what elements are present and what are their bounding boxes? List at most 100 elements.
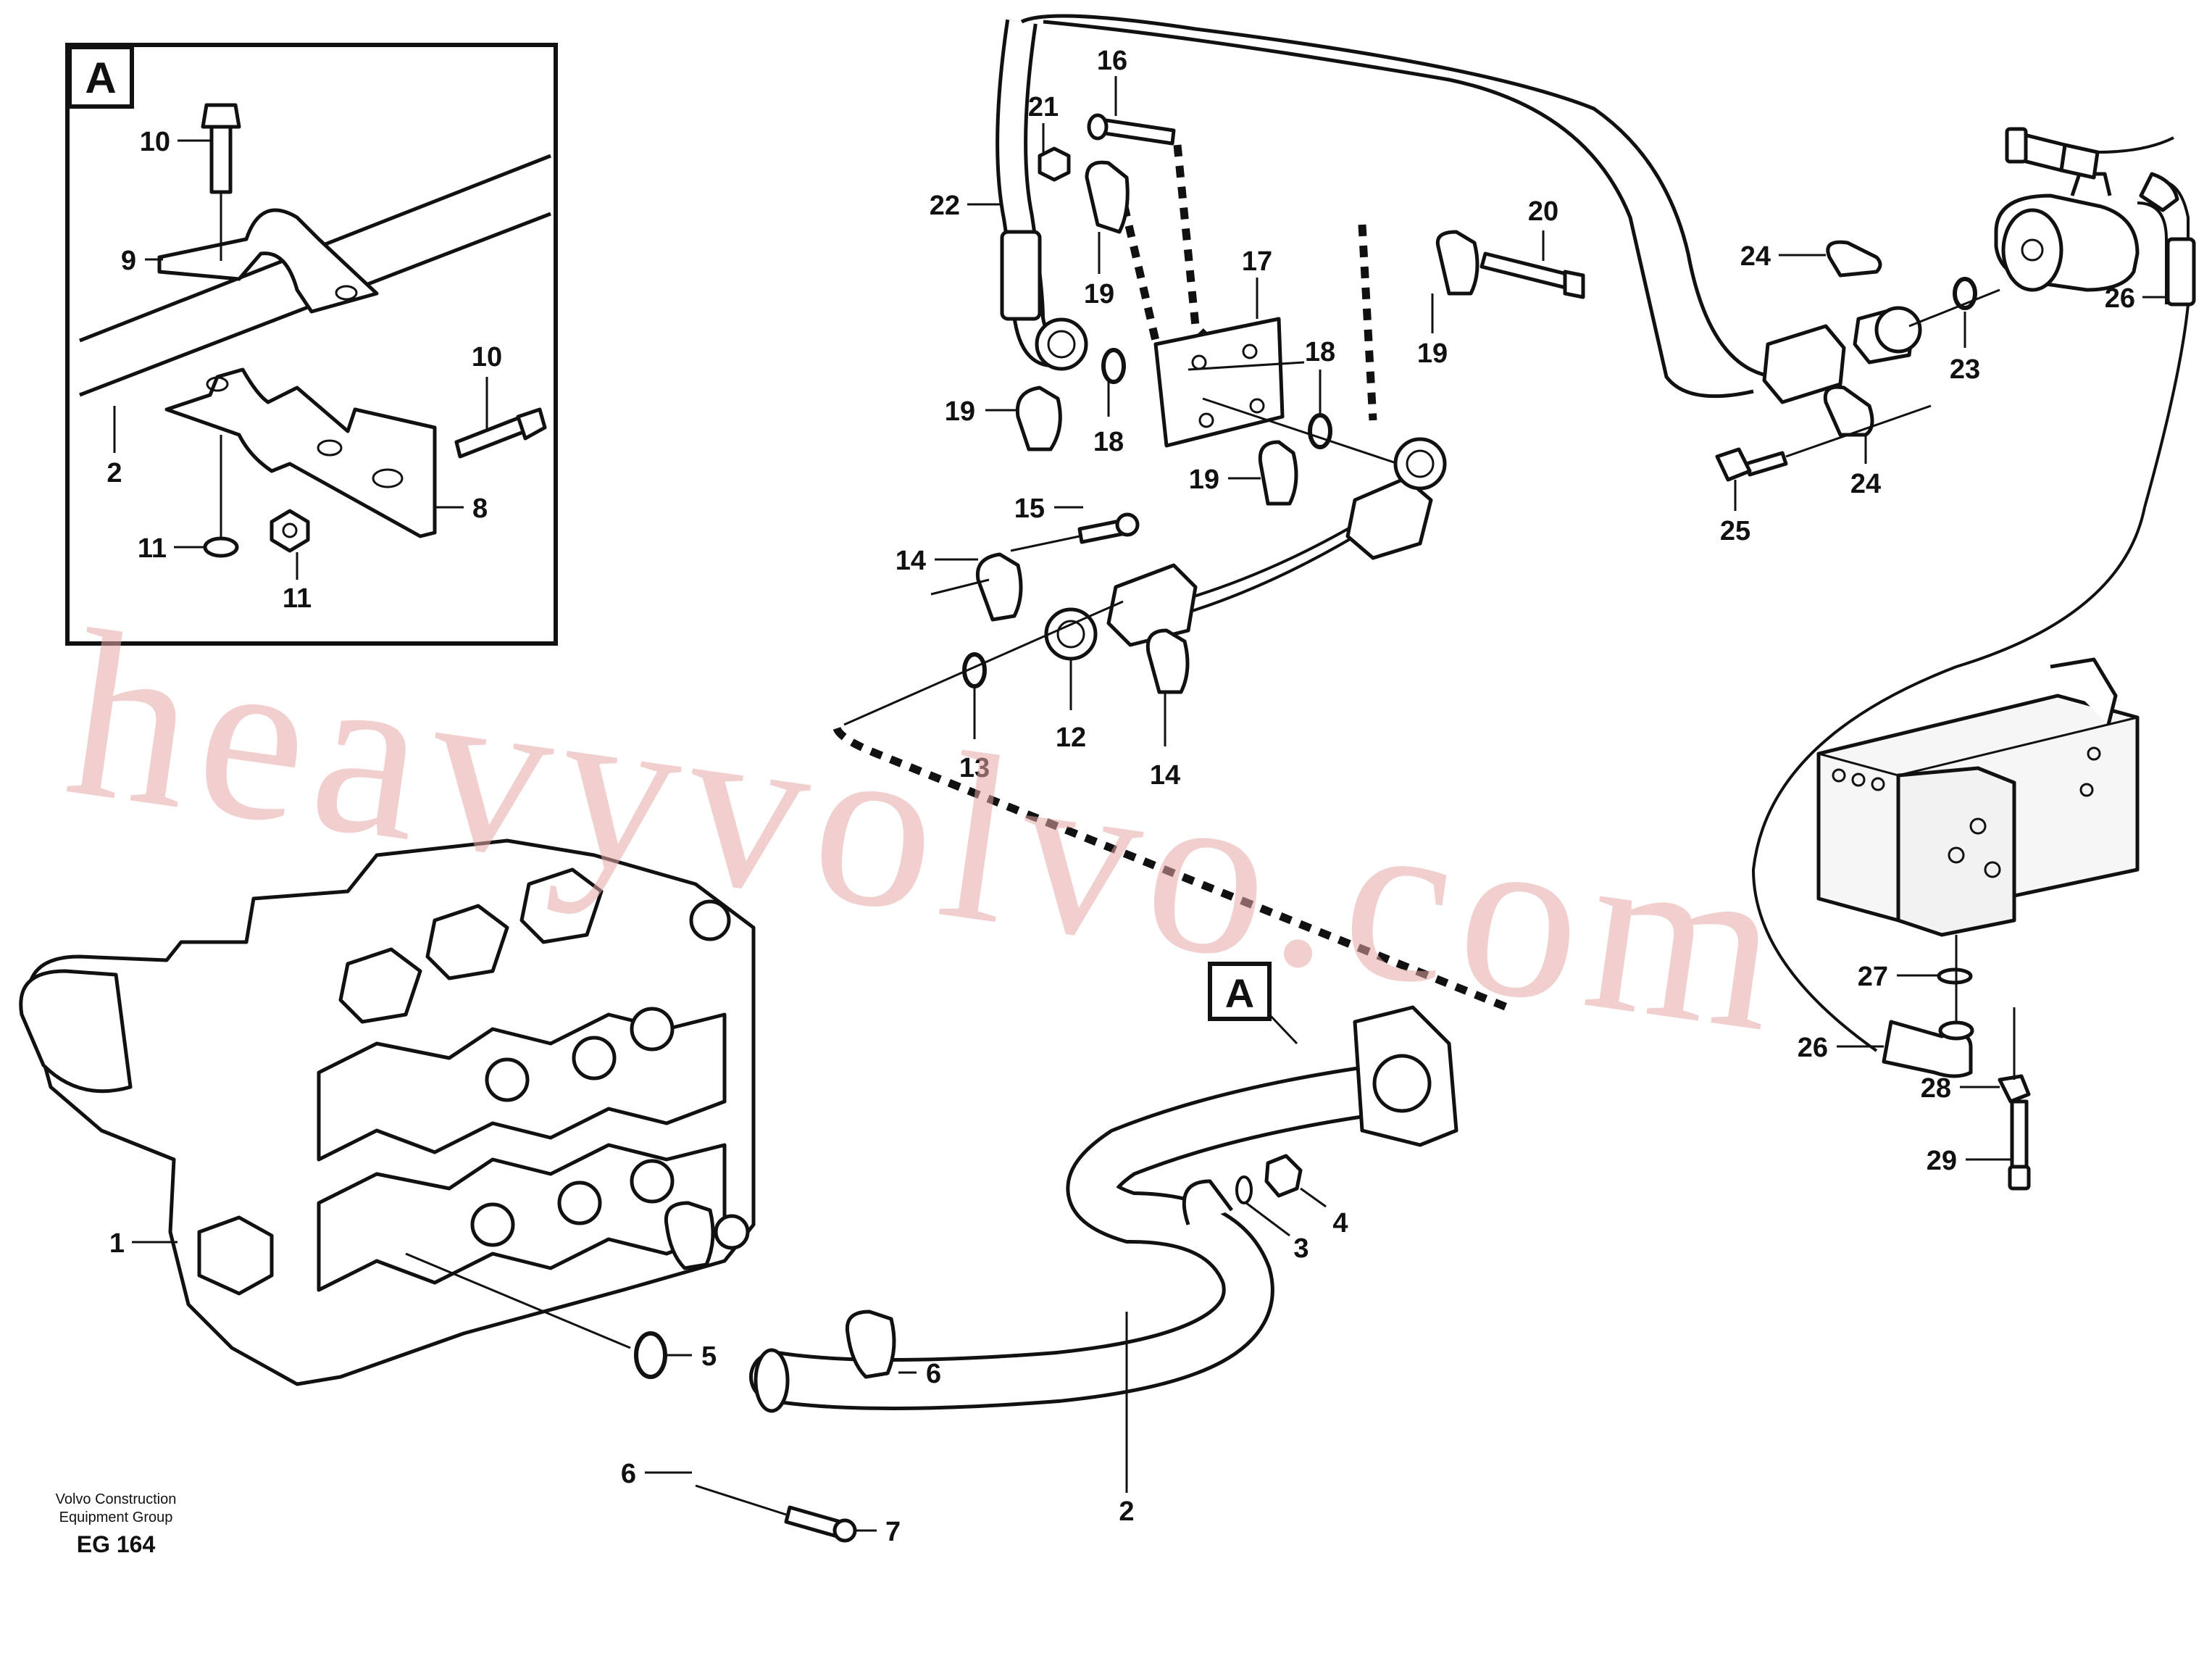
clamp-lower-bracket bbox=[164, 367, 437, 538]
hose-mid-ferrule bbox=[1345, 476, 1433, 560]
label-1: 1 bbox=[109, 1228, 125, 1259]
label-26a: 26 bbox=[2105, 283, 2135, 314]
hose-mid-fitting bbox=[1393, 437, 1447, 491]
label-19c: 19 bbox=[1189, 465, 1219, 495]
label-19b: 19 bbox=[1084, 279, 1114, 309]
label-25: 25 bbox=[1720, 516, 1750, 546]
callout-letter-box bbox=[1208, 962, 1272, 1021]
label-15: 15 bbox=[1014, 494, 1045, 524]
valve-hex-plug bbox=[197, 1215, 274, 1296]
valve-port-1 bbox=[485, 1057, 530, 1102]
flange-half-6-lower bbox=[664, 1201, 715, 1270]
bolt-25-head bbox=[1715, 447, 1752, 482]
valve-port-6 bbox=[630, 1159, 675, 1204]
label-28: 28 bbox=[1921, 1073, 1951, 1104]
label-4: 4 bbox=[1332, 1208, 1348, 1238]
bolt-25-axis bbox=[1785, 404, 1932, 458]
pump-flange bbox=[1896, 766, 2016, 937]
tee-hose bbox=[2097, 136, 2174, 154]
label-2: 2 bbox=[1119, 1496, 1134, 1527]
label-6a: 6 bbox=[926, 1359, 941, 1389]
valve-mount-lug bbox=[689, 899, 731, 941]
label-11b: 11 bbox=[283, 583, 312, 614]
valve-block-face bbox=[2001, 208, 2063, 292]
clamp-upper bbox=[157, 208, 379, 314]
dashed-line-20 bbox=[1358, 224, 1377, 421]
label-8: 8 bbox=[472, 494, 488, 524]
fitting-axis-12 bbox=[843, 600, 1124, 726]
clamp-upper-hole bbox=[335, 285, 358, 301]
inset-letter: A bbox=[85, 54, 116, 102]
flange-half-6-upper bbox=[845, 1310, 896, 1379]
pipe-assembly: 2 3 4 5 6 6 7 bbox=[621, 1005, 1458, 1547]
label-7: 7 bbox=[885, 1517, 901, 1547]
plate-axis-1 bbox=[1188, 361, 1305, 371]
label-17: 17 bbox=[1242, 246, 1272, 277]
clamp-28 bbox=[1998, 1074, 2031, 1104]
bolt-10-shank-right bbox=[454, 415, 527, 459]
label-3: 3 bbox=[1293, 1233, 1309, 1264]
bolt-10-head-right bbox=[516, 407, 547, 441]
pipe-2-end bbox=[754, 1348, 790, 1413]
bolt-7-shank bbox=[784, 1505, 843, 1539]
tee-fitting-end bbox=[2005, 127, 2028, 164]
hose-mid-fitting-bore bbox=[1406, 449, 1435, 478]
pipe-2-body bbox=[753, 1065, 1421, 1407]
callout-leader bbox=[1268, 1013, 1298, 1045]
bolt-16-head bbox=[1087, 113, 1109, 141]
inset-detail-a: A 10 9 10 8 2 11 bbox=[65, 43, 558, 646]
pump-mount bbox=[2050, 657, 2118, 725]
callout-letter: A bbox=[1225, 970, 1254, 1016]
flange-half-19b bbox=[1085, 160, 1130, 234]
hose-22-ferrule bbox=[1000, 230, 1042, 321]
pump-hole-2 bbox=[1851, 773, 1866, 787]
label-9: 9 bbox=[121, 246, 136, 276]
bolt-10-head-top bbox=[201, 103, 241, 129]
label-2-inset: 2 bbox=[107, 458, 122, 488]
bolt-25-shank bbox=[1744, 451, 1788, 477]
label-26b: 26 bbox=[1798, 1033, 1828, 1063]
label-16: 16 bbox=[1097, 46, 1127, 76]
bolt-29-shank bbox=[2010, 1099, 2029, 1169]
label-10b: 10 bbox=[472, 342, 502, 372]
clamp-lower-hole-2 bbox=[317, 439, 343, 457]
label-19a: 19 bbox=[945, 396, 975, 427]
flange-plate-17 bbox=[1153, 317, 1285, 448]
flange-half-19c bbox=[1258, 440, 1298, 506]
pump-port-1 bbox=[1969, 817, 1987, 835]
leader-3 bbox=[1245, 1202, 1290, 1237]
tee-fitting-body bbox=[2059, 143, 2100, 180]
hose-26-right-a bbox=[2143, 180, 2190, 508]
flange-half-14a bbox=[975, 552, 1023, 622]
bolt-7-head bbox=[832, 1518, 857, 1543]
plug-4 bbox=[1264, 1154, 1303, 1198]
nut-21 bbox=[1038, 146, 1071, 182]
hose-26-ferrule-top bbox=[2166, 237, 2196, 307]
flange-half-24a bbox=[1826, 240, 1882, 278]
flange-half-14b bbox=[1145, 628, 1190, 694]
valve-port-3 bbox=[630, 1007, 675, 1052]
label-27: 27 bbox=[1858, 962, 1888, 992]
footer-company-line1: Volvo Construction bbox=[56, 1491, 177, 1507]
seal-3 bbox=[1235, 1175, 1253, 1204]
dashed-line-16 bbox=[1173, 144, 1209, 340]
hose-fitting-ferrule bbox=[1762, 324, 1846, 404]
hose-fitting-flange bbox=[1874, 306, 1922, 354]
bolt-15-head bbox=[1115, 512, 1140, 537]
o-ring-23 bbox=[1953, 277, 1977, 310]
leader-4 bbox=[1300, 1187, 1327, 1208]
bolt-20-head bbox=[1563, 270, 1585, 299]
o-ring-27 bbox=[1937, 967, 1973, 985]
hose-26-elbow-top bbox=[2139, 172, 2179, 212]
label-29: 29 bbox=[1927, 1146, 1957, 1176]
inset-letter-box bbox=[67, 45, 134, 109]
label-18b: 18 bbox=[1305, 337, 1335, 367]
pump-hole-1 bbox=[1832, 768, 1846, 783]
label-24a: 24 bbox=[1740, 241, 1771, 272]
bolt-20-shank bbox=[1479, 251, 1574, 291]
valve-end-cap bbox=[19, 969, 133, 1094]
callout-a: A bbox=[1208, 962, 1298, 1045]
nut-11-left bbox=[203, 536, 239, 558]
